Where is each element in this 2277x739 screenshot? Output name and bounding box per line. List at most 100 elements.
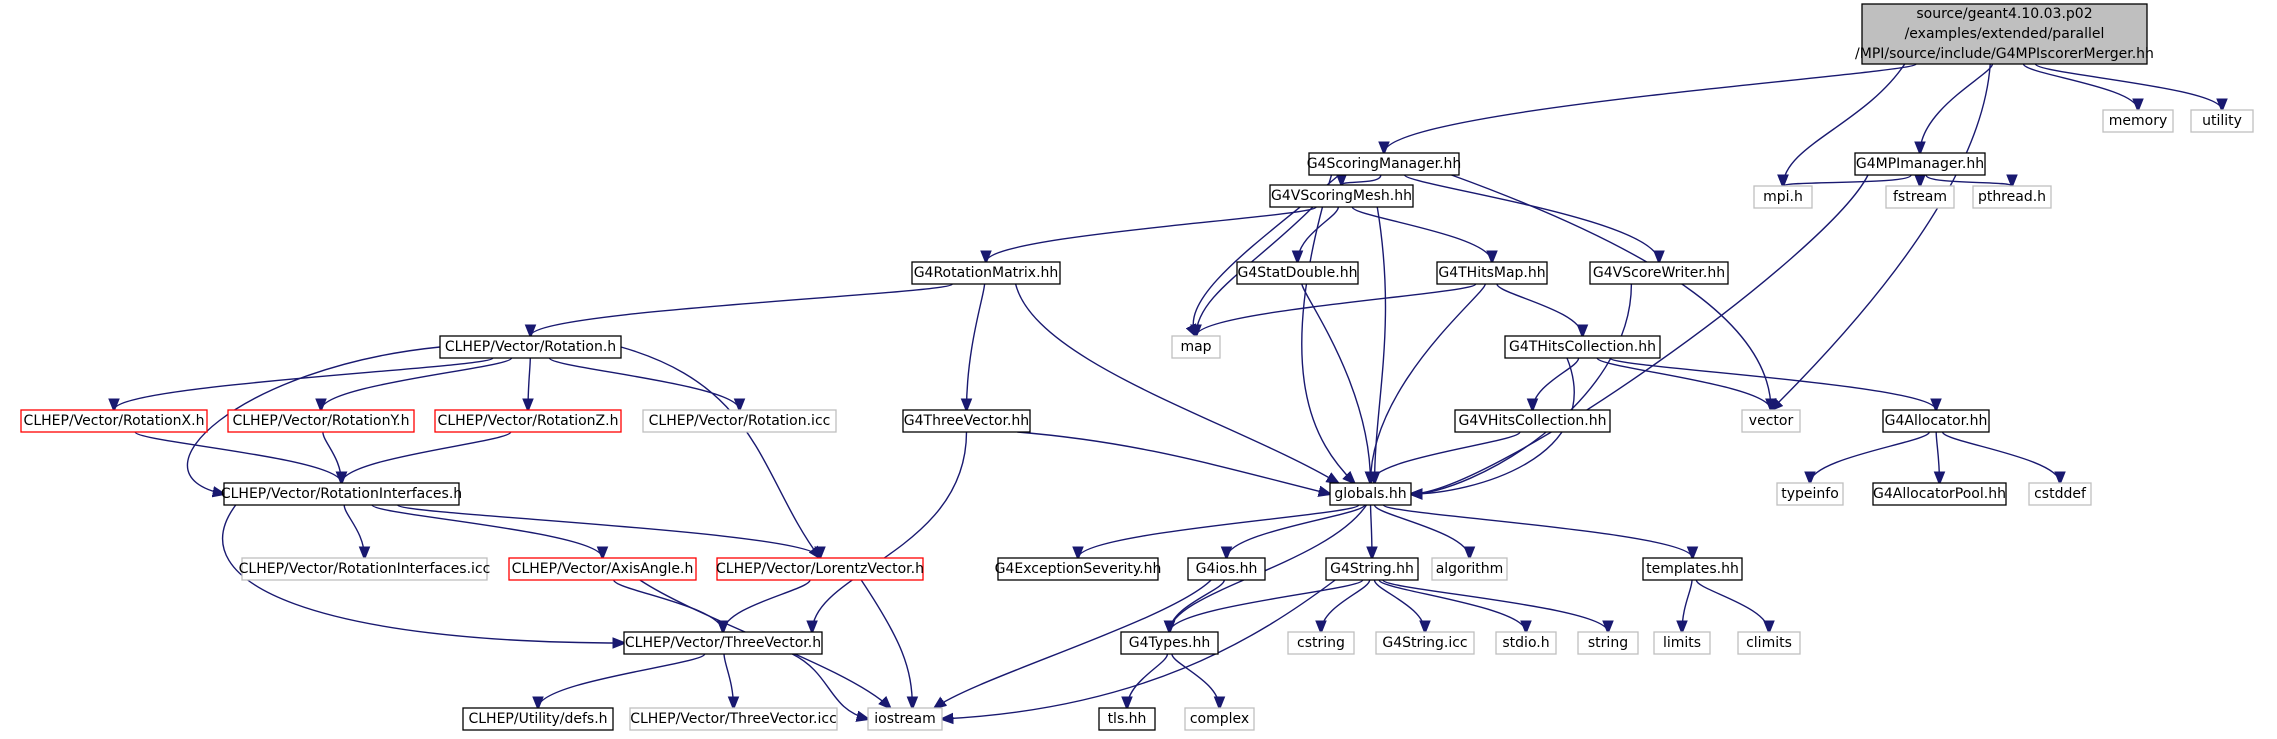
node-g4string[interactable]: G4String.hh <box>1325 557 1419 581</box>
node-threevectoricc[interactable]: CLHEP/Vector/ThreeVector.icc <box>629 707 838 731</box>
node-threevectorhh[interactable]: G4ThreeVector.hh <box>902 409 1031 433</box>
node-allocatorpool[interactable]: G4AllocatorPool.hh <box>1872 482 2007 506</box>
node-lorentz[interactable]: CLHEP/Vector/LorentzVector.h <box>716 557 924 581</box>
node-box <box>623 631 823 655</box>
edge-templates-to-climits <box>1695 579 1769 632</box>
node-thitsmap[interactable]: G4THitsMap.hh <box>1436 261 1548 285</box>
node-label: G4VScoreWriter.hh <box>1593 265 1725 281</box>
node-roty[interactable]: CLHEP/Vector/RotationY.h <box>227 409 415 433</box>
node-templates[interactable]: templates.hh <box>1642 557 1743 581</box>
node-box <box>1504 335 1661 359</box>
node-label: /MPI/source/include/G4MPIscorerMerger.hh <box>1855 46 2154 62</box>
node-threevector[interactable]: CLHEP/Vector/ThreeVector.h <box>623 631 823 655</box>
node-typeinfo[interactable]: typeinfo <box>1776 482 1844 506</box>
node-thitscollection[interactable]: G4THitsCollection.hh <box>1504 335 1661 359</box>
node-box <box>434 409 622 433</box>
node-rotationicc[interactable]: CLHEP/Vector/Rotation.icc <box>642 409 837 433</box>
node-cstring[interactable]: cstring <box>1287 631 1355 655</box>
node-algorithm[interactable]: algorithm <box>1431 557 1508 581</box>
node-rotinterfacesicc[interactable]: CLHEP/Vector/RotationInterfaces.icc <box>239 557 491 581</box>
node-label: map <box>1180 339 1211 355</box>
node-vhitscollection[interactable]: G4VHitsCollection.hh <box>1454 409 1611 433</box>
node-rotationmatrix[interactable]: G4RotationMatrix.hh <box>911 261 1061 285</box>
node-g4types[interactable]: G4Types.hh <box>1120 631 1219 655</box>
node-box <box>1187 557 1266 581</box>
node-vscoringmesh[interactable]: G4VScoringMesh.hh <box>1269 184 1414 208</box>
edge-g4string-to-string <box>1382 579 1608 632</box>
node-box <box>508 557 697 581</box>
edge-statdouble-to-globals <box>1301 283 1371 483</box>
node-label: G4String.icc <box>1382 635 1467 651</box>
edge-rotx-to-rotinterfaces <box>134 431 341 483</box>
edge-threevectorhh-to-threevector <box>812 431 968 632</box>
node-vector[interactable]: vector <box>1741 409 1801 433</box>
node-mpih[interactable]: mpi.h <box>1753 185 1813 209</box>
edge-globals-to-templates <box>1382 504 1693 558</box>
node-allocator[interactable]: G4Allocator.hh <box>1882 409 1990 433</box>
node-g4stringicc[interactable]: G4String.icc <box>1375 631 1475 655</box>
node-root[interactable]: source/geant4.10.03.p02/examples/extende… <box>1855 3 2154 65</box>
node-axisangle[interactable]: CLHEP/Vector/AxisAngle.h <box>508 557 697 581</box>
node-box <box>1972 185 2052 209</box>
node-box <box>2190 109 2254 133</box>
edge-rotation-to-rotz <box>528 357 530 410</box>
node-climits[interactable]: climits <box>1737 631 1801 655</box>
node-label: G4THitsCollection.hh <box>1509 339 1656 355</box>
node-box <box>1236 261 1359 285</box>
node-box <box>1375 631 1475 655</box>
node-rotinterfaces[interactable]: CLHEP/Vector/RotationInterfaces.h <box>221 482 462 506</box>
node-box <box>2028 482 2092 506</box>
node-statdouble[interactable]: G4StatDouble.hh <box>1236 261 1359 285</box>
edge-rotz-to-rotinterfaces <box>342 431 512 483</box>
node-memory[interactable]: memory <box>2102 109 2174 133</box>
edge-vscoringmesh-to-rotationmatrix <box>986 206 1317 262</box>
edge-thitscollection-to-allocator <box>1609 357 1936 410</box>
edge-vhitscollection-to-globals <box>1371 431 1521 483</box>
node-vscorewriter[interactable]: G4VScoreWriter.hh <box>1589 261 1729 285</box>
node-limits[interactable]: limits <box>1653 631 1711 655</box>
node-box <box>1431 557 1508 581</box>
node-box <box>462 707 614 731</box>
node-box <box>1269 184 1414 208</box>
node-scoringmanager[interactable]: G4ScoringManager.hh <box>1307 152 1462 176</box>
node-defs[interactable]: CLHEP/Utility/defs.h <box>462 707 614 731</box>
edge-thitsmap-to-map <box>1196 283 1477 336</box>
node-rotx[interactable]: CLHEP/Vector/RotationX.h <box>20 409 208 433</box>
node-map[interactable]: map <box>1171 335 1221 359</box>
edge-lorentz-to-iostream <box>860 579 912 708</box>
node-tls[interactable]: tls.hh <box>1098 707 1156 731</box>
node-g4ios[interactable]: G4ios.hh <box>1187 557 1266 581</box>
node-label: climits <box>1746 635 1792 651</box>
node-label: CLHEP/Vector/LorentzVector.h <box>716 561 924 577</box>
node-label: globals.hh <box>1334 486 1406 502</box>
node-box <box>1737 631 1801 655</box>
node-box <box>642 409 837 433</box>
node-label: vector <box>1749 413 1794 429</box>
node-label: G4AllocatorPool.hh <box>1873 486 2006 502</box>
node-exceptionseverity[interactable]: G4ExceptionSeverity.hh <box>995 557 1162 581</box>
node-box <box>1885 185 1955 209</box>
node-mpimanager[interactable]: G4MPImanager.hh <box>1854 152 1986 176</box>
node-label: templates.hh <box>1646 561 1739 577</box>
node-string[interactable]: string <box>1577 631 1639 655</box>
node-stdio[interactable]: stdio.h <box>1495 631 1557 655</box>
edge-g4ios-to-iostream <box>935 579 1212 708</box>
edge-templates-to-limits <box>1682 579 1693 632</box>
node-cstddef[interactable]: cstddef <box>2028 482 2092 506</box>
node-label: CLHEP/Vector/ThreeVector.h <box>625 635 821 651</box>
node-box <box>1184 707 1255 731</box>
node-globals[interactable]: globals.hh <box>1329 482 1412 506</box>
node-pthread[interactable]: pthread.h <box>1972 185 2052 209</box>
node-fstream[interactable]: fstream <box>1885 185 1955 209</box>
node-box <box>902 409 1031 433</box>
node-iostream[interactable]: iostream <box>867 707 943 731</box>
node-label: iostream <box>874 711 936 727</box>
node-box <box>1454 409 1611 433</box>
node-rotation[interactable]: CLHEP/Vector/Rotation.h <box>439 335 622 359</box>
edge-globals-to-exceptionseverity <box>1078 504 1360 558</box>
edge-thitscollection-to-globals <box>1411 357 1575 494</box>
node-box <box>1872 482 2007 506</box>
node-complex[interactable]: complex <box>1184 707 1255 731</box>
node-utility[interactable]: utility <box>2190 109 2254 133</box>
node-rotz[interactable]: CLHEP/Vector/RotationZ.h <box>434 409 622 433</box>
